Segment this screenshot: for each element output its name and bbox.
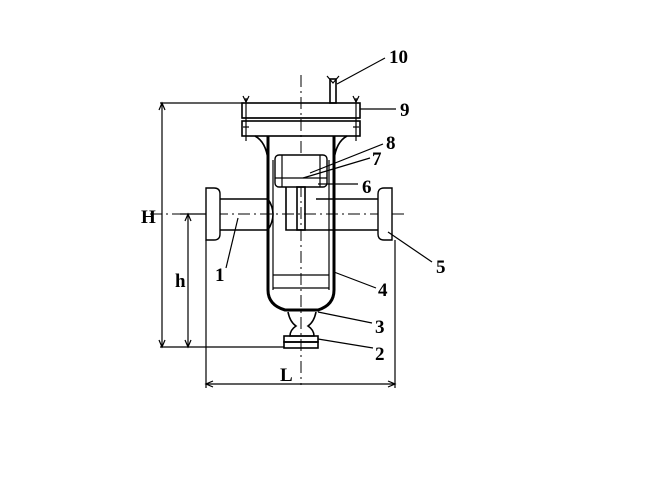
part-label-3: 3 [375,317,385,338]
dimension-label-overall-height: H [141,207,156,228]
dimension-lines [158,101,397,388]
part-label-8: 8 [386,133,396,154]
body-shell [254,135,348,312]
dimension-label-length: L [280,365,293,386]
part-label-6: 6 [362,177,372,198]
top-flange [241,95,361,141]
inlet-pipe [205,187,274,241]
part-label-9: 9 [400,100,410,121]
outlet-pipe [316,187,393,241]
part-label-5: 5 [436,257,446,278]
part-label-7: 7 [372,149,382,170]
part-label-4: 4 [378,280,388,301]
dimension-label-inlet-height: h [175,271,186,292]
part-label-2: 2 [375,344,385,365]
part-label-10: 10 [389,47,408,68]
vent-plug [326,75,340,104]
leader-lines [225,57,433,349]
part-label-1: 1 [215,265,225,286]
filter-basket [274,154,334,231]
